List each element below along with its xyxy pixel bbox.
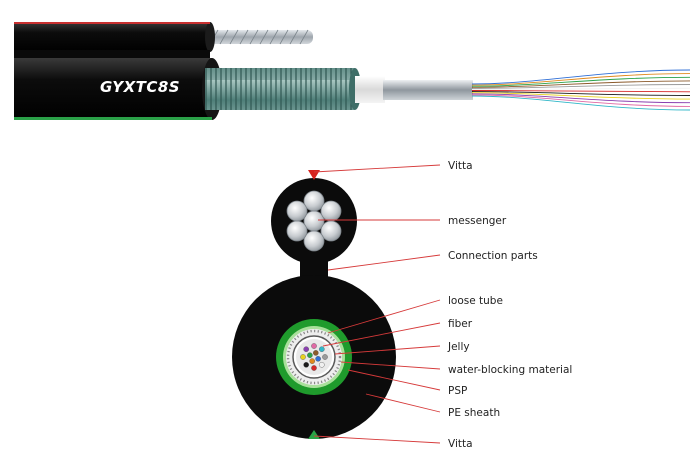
vitta-stripe-bottom xyxy=(14,117,212,120)
fibers-cross xyxy=(300,343,328,371)
leader-pe-sheath xyxy=(365,393,441,413)
fiber-dot xyxy=(311,343,317,349)
fiber-strand xyxy=(471,80,691,88)
leader-vitta-top xyxy=(313,164,441,173)
fiber-strand xyxy=(471,93,691,104)
loose-tube-side xyxy=(355,76,385,103)
fiber-dot xyxy=(303,361,310,368)
messenger-wire-exposed xyxy=(199,29,313,45)
fiber-bundle-side xyxy=(471,69,691,111)
leader-fiber xyxy=(322,322,441,347)
vitta-stripe-top xyxy=(14,22,210,24)
fiber-dot xyxy=(318,346,325,353)
fiber-dot xyxy=(322,354,328,360)
main-sheath-side xyxy=(14,58,212,120)
label-vitta-top: Vitta xyxy=(448,160,473,172)
model-label: GYXTC8S xyxy=(100,78,180,96)
fiber-strand xyxy=(471,73,691,86)
fiber-strand xyxy=(471,91,691,96)
vitta-top-marker xyxy=(308,170,320,180)
leader-water-blocking xyxy=(340,361,441,370)
callout-labels: Vitta messenger Connection parts loose t… xyxy=(447,160,572,450)
fiber-strand xyxy=(471,76,691,87)
fiber-dot xyxy=(309,358,316,364)
fiber-strand xyxy=(471,90,691,93)
label-water-blocking: water-blocking material xyxy=(448,364,572,376)
fiber-dot xyxy=(312,350,319,356)
label-messenger: messenger xyxy=(448,215,507,227)
leader-connection-parts xyxy=(327,254,441,271)
leader-psp xyxy=(347,369,441,391)
fiber-dot xyxy=(303,346,310,353)
fiber-strand xyxy=(471,94,691,107)
cable-cross-section xyxy=(232,170,396,439)
metal-tube-side xyxy=(383,80,473,100)
fiber-dot xyxy=(307,352,313,359)
fiber-strand xyxy=(471,69,691,85)
fiber-dot xyxy=(315,355,321,362)
label-connection-parts: Connection parts xyxy=(448,250,538,262)
messenger-sheath-side xyxy=(14,22,210,52)
leader-jelly xyxy=(334,345,441,355)
label-psp: PSP xyxy=(448,385,467,397)
label-jelly: Jelly xyxy=(447,341,470,353)
fiber-strand xyxy=(471,92,691,100)
fiber-dot xyxy=(300,354,306,360)
leader-loose-tube xyxy=(327,299,441,334)
vitta-bottom-marker xyxy=(308,430,320,439)
label-loose-tube: loose tube xyxy=(448,295,503,307)
cable-side-view: GYXTC8S xyxy=(14,22,691,120)
fiber-dot xyxy=(311,365,317,371)
fiber-strand xyxy=(471,95,691,111)
fiber-strand xyxy=(471,87,691,90)
fiber-strand xyxy=(471,84,691,89)
water-blocking-texture xyxy=(286,329,342,385)
label-pe-sheath: PE sheath xyxy=(448,407,500,419)
label-vitta-bottom: Vitta xyxy=(448,438,473,450)
leader-vitta-bottom xyxy=(313,435,441,444)
fiber-dot xyxy=(318,361,325,368)
label-fiber: fiber xyxy=(448,318,473,330)
armor-psp-side xyxy=(205,68,355,110)
callout-leaders xyxy=(313,164,441,444)
messenger-strands xyxy=(286,190,342,252)
